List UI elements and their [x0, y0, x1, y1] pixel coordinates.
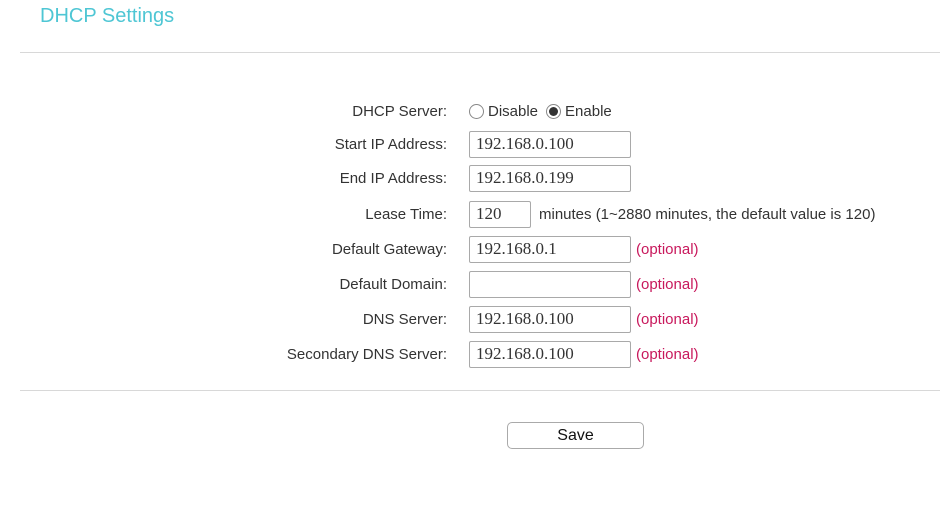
lease-time-note: minutes (1~2880 minutes, the default val…: [539, 205, 876, 223]
optional-hint: (optional): [636, 345, 699, 363]
dns-input[interactable]: [469, 305, 631, 333]
gateway-input[interactable]: [469, 235, 631, 263]
disable-label[interactable]: Disable: [488, 102, 539, 120]
domain-label: Default Domain:: [339, 275, 447, 293]
lease-time-label: Lease Time:: [365, 205, 447, 223]
secondary-dns-input[interactable]: [469, 340, 631, 368]
optional-hint: (optional): [636, 310, 699, 328]
dhcp-server-row: DHCP Server: Disable Enable: [0, 96, 940, 126]
gateway-label: Default Gateway:: [331, 240, 447, 258]
lease-time-input[interactable]: [469, 200, 531, 228]
optional-hint: (optional): [636, 240, 699, 258]
optional-hint: (optional): [636, 275, 699, 293]
dns-label: DNS Server:: [362, 310, 447, 328]
domain-input[interactable]: [469, 270, 631, 298]
save-button[interactable]: Save: [507, 422, 644, 449]
end-ip-label: End IP Address:: [339, 169, 447, 187]
start-ip-input[interactable]: [469, 130, 631, 158]
dhcp-server-label: DHCP Server:: [352, 102, 447, 120]
page-title: DHCP Settings: [40, 5, 175, 27]
enable-label[interactable]: Enable: [565, 102, 612, 120]
secondary-dns-label: Secondary DNS Server:: [286, 345, 447, 363]
divider: [20, 390, 940, 391]
enable-radio[interactable]: [546, 103, 562, 119]
end-ip-input[interactable]: [469, 164, 631, 192]
disable-radio[interactable]: [469, 103, 484, 119]
divider: [20, 52, 940, 53]
start-ip-label: Start IP Address:: [334, 135, 447, 153]
